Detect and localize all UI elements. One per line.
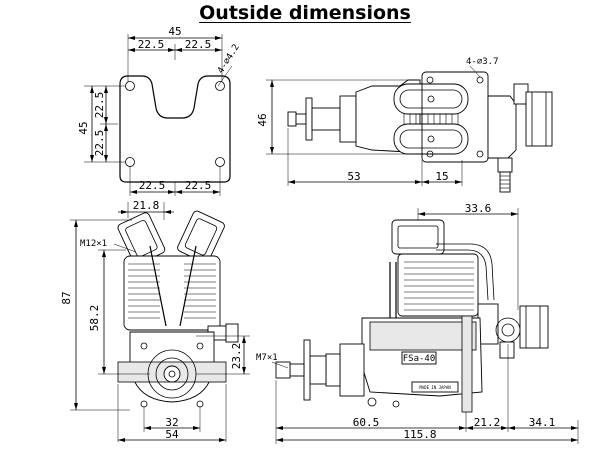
dim-21-8: 21.8 (133, 199, 160, 212)
top-carb-needle (499, 171, 511, 193)
dim-34-1: 34.1 (529, 416, 556, 429)
side-carb (477, 303, 499, 345)
mount-hole-bottom-left (125, 157, 135, 167)
side-prop-nut (275, 361, 291, 379)
front-view: 21.8 (60, 199, 250, 442)
side-nameplate: MADE IN JAPAN (419, 385, 451, 390)
top-view: 4-∅3.7 46 53 15 (256, 57, 553, 193)
side-front-housing (339, 343, 365, 397)
dim-32: 32 (165, 416, 178, 429)
dim-22-5-top-right: 22.5 (185, 38, 212, 51)
top-cylinder-head-upper (393, 83, 469, 115)
top-prop-nut (287, 111, 297, 127)
side-brand-plate (401, 351, 437, 365)
dim-87: 87 (60, 291, 73, 304)
side-mount-flange (461, 315, 473, 413)
page-title: Outside dimensions (199, 2, 411, 24)
mount-hole-bottom-right (215, 157, 225, 167)
side-brand-mark: FSa-40 (403, 354, 436, 364)
dim-33-6: 33.6 (465, 202, 492, 215)
dim-46: 46 (256, 113, 269, 126)
top-prop-washer (305, 97, 313, 141)
dim-22-5-top-left: 22.5 (138, 38, 165, 51)
side-cylinder (397, 253, 479, 317)
top-hole-callout: 4-∅3.7 (466, 57, 499, 67)
side-view: 33.6 FSa-40 MADE IN JAPAN (256, 202, 579, 444)
dim-22-5-bottom-left: 22.5 (139, 179, 166, 192)
top-muffler (525, 91, 553, 147)
dim-58-2: 58.2 (88, 305, 101, 332)
dim-15: 15 (435, 170, 448, 183)
dim-22-5-bottom-right: 22.5 (185, 179, 212, 192)
side-muffler (519, 305, 549, 349)
mount-hole-top-right (215, 81, 225, 91)
side-shaft-thread: M7×1 (256, 353, 278, 363)
dim-54: 54 (165, 428, 179, 441)
side-rocker-cover (391, 219, 445, 255)
front-cylinder-block (123, 255, 221, 331)
mount-view: 45 22.5 22.5 4-∅4.2 45 22.5 22.5 (77, 25, 242, 196)
dim-45-top: 45 (168, 25, 181, 38)
mount-hole-top-left (125, 81, 135, 91)
dim-22-5-upper: 22.5 (93, 92, 106, 119)
dim-23-2: 23.2 (230, 343, 243, 370)
mount-plate-outline (119, 75, 231, 183)
side-prop-washer (303, 339, 311, 401)
dim-21-2: 21.2 (474, 416, 501, 429)
top-cylinder-head-lower (393, 123, 469, 155)
dim-60-5: 60.5 (353, 416, 380, 429)
dim-53: 53 (347, 170, 360, 183)
dim-45-left: 45 (77, 121, 90, 134)
dim-22-5-lower: 22.5 (93, 130, 106, 157)
side-cam-housing (369, 321, 477, 351)
front-plug-thread: M12×1 (80, 239, 107, 249)
dim-115-8: 115.8 (403, 428, 436, 441)
